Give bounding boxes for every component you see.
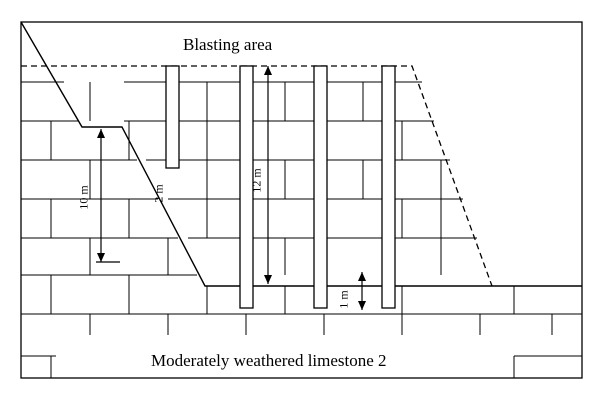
boreholes: [165, 65, 396, 309]
dimension-10m-label: 10 m: [76, 185, 91, 210]
borehole-1: [239, 65, 254, 309]
limestone-label: Moderately weathered limestone 2: [151, 351, 387, 370]
borehole-2: [313, 65, 328, 309]
dashed-contour: [21, 65, 493, 287]
brick-joints: [50, 82, 553, 378]
brick-courses: [21, 81, 582, 357]
arrowheads: [97, 66, 366, 310]
blasting-area-label: Blasting area: [183, 35, 273, 54]
dimension-1m-label: 1 m: [336, 290, 351, 309]
dimension-2m-label: 2 m: [151, 184, 166, 203]
borehole-short: [165, 65, 180, 169]
dimension-12m-label: 12 m: [249, 168, 264, 193]
slope-boundary: [20, 21, 582, 287]
borehole-3: [381, 65, 396, 309]
frame: [20, 21, 583, 379]
